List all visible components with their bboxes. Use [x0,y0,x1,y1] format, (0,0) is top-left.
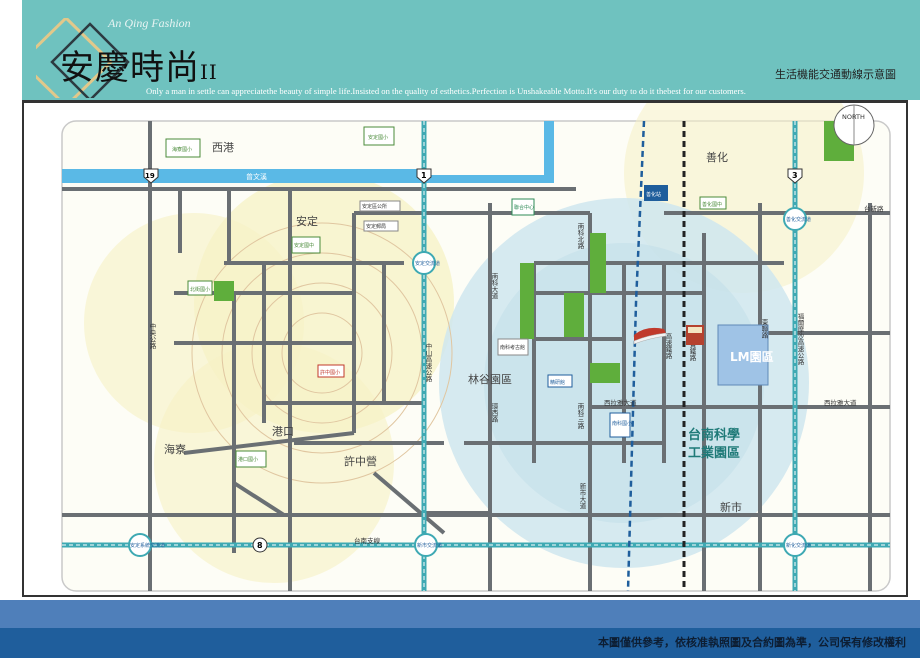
road-sci-south: 南科三路 [576,402,584,431]
road-railway: 縱貫鐵路 [688,334,696,363]
road-sci-ave: 南科大道 [490,272,498,301]
poi-shanhua-school: 善化國中 [699,196,727,210]
district-anding: 安定 [296,214,318,228]
svg-text:安定國小: 安定國小 [368,134,388,141]
logo-mark [36,18,130,98]
interchange-anding: 安定交流道 [412,251,440,275]
poi-haiqiao-school: 海寮國小 [165,138,201,158]
interchange-xinhua: 新化交流道 [783,533,811,557]
brand-title: 安慶時尚II [60,48,218,88]
map-title: 生活機能交通動線示意圖 [775,68,896,81]
poi-xuzhong-school: 許中國小 [317,364,345,378]
svg-text:許中國小: 許中國小 [320,369,340,376]
poi-beijie-school: 北街國小 [187,280,213,296]
road-zhongshan: 中山高速公路 [424,342,432,384]
svg-text:安定區公所: 安定區公所 [362,203,387,210]
map-frame: 曾文溪 [22,53,908,597]
road-siraya-ave-east: 西拉雅大道 [824,398,857,407]
district-shanhua: 善化 [706,150,728,164]
svg-text:19: 19 [145,172,155,180]
river-label: 曾文溪 [246,172,267,181]
road-hsr: 高速鐵路 [664,332,672,361]
district-gangkou: 港口 [272,425,294,438]
interchange-shanhua: 善化交流道 [783,207,811,231]
svg-text:新化交流道: 新化交流道 [786,542,811,549]
route-shield-19: 19 [143,168,159,184]
poi-anding-hospital: 安定區公所 [359,200,401,212]
road-huanxi: 環西路 [490,403,498,424]
road-donglian: 東聯路 [760,318,768,340]
svg-text:南科考古館: 南科考古館 [500,344,525,351]
svg-text:NORTH: NORTH [842,113,865,121]
svg-text:善化站: 善化站 [646,191,661,198]
road-siraya-ave: 西拉雅大道 [604,398,637,407]
road-xinshi-ave: 新市大道 [578,482,586,511]
svg-text:安定交流道: 安定交流道 [415,260,440,267]
brand-suffix: II [200,60,218,84]
map: 曾文溪 [61,53,891,592]
lm-zone [717,324,769,386]
svg-text:善化交流道: 善化交流道 [786,216,811,223]
svg-text:安定郵局: 安定郵局 [366,223,386,230]
svg-text:安定系統交流道: 安定系統交流道 [130,542,165,549]
zengwen-river [62,169,422,183]
svg-text:善化國中: 善化國中 [702,201,722,208]
district-xuzhong: 許中營 [344,455,377,468]
svg-text:海寮國小: 海寮國小 [172,146,192,153]
poi-anding-post: 安定郵局 [363,220,399,232]
interchange-xinshi: 新市交流道 [414,533,442,557]
north-compass: NORTH [833,104,875,146]
svg-text:港口國小: 港口國小 [238,456,258,463]
road-zhongyang: 中央公路 [148,322,156,351]
svg-text:3: 3 [792,171,798,180]
district-xigang: 西港 [212,141,234,154]
lm-zone-label: LM園區 [730,350,774,364]
district-linzai: 林谷園區 [468,372,512,386]
road-sci-north: 南科北路 [576,222,584,251]
district-haiqiao: 海寮 [164,442,186,456]
interchange-anding-sys: 安定系統交流道 [128,533,165,557]
poi-gangkou-school: 港口國小 [235,450,267,468]
poi-science-museum: 南科考古館 [497,338,529,356]
svg-text:8: 8 [257,541,263,550]
poi-school-north: 安定國小 [363,126,395,146]
svg-text:南科國小: 南科國小 [612,420,632,427]
svg-text:精研館: 精研館 [550,379,565,386]
brand-script: An Qing Fashion [108,16,191,30]
road-tainan-branch: 台南支線 [354,536,381,545]
route-shield-3: 3 [787,168,803,184]
road-taixin: 台新路 [864,204,884,213]
road-formosa-hwy: 福爾摩沙高速公路 [796,312,804,367]
poi-lianhe: 聯合中心 [511,198,535,216]
header: An Qing Fashion 安慶時尚II Only a man in set… [0,0,920,100]
poi-anding-school2: 安定國中 [291,236,321,254]
science-park-label-2: 工業園區 [688,445,740,461]
svg-text:聯合中心: 聯合中心 [514,204,534,211]
hsr-train-icon [633,327,667,345]
svg-text:安定國中: 安定國中 [294,242,314,249]
poi-nan-school: 南科國小 [609,412,632,438]
district-xinshi: 新市 [720,500,742,514]
footer-band-dark [0,628,920,658]
svg-text:新市交流道: 新市交流道 [417,542,442,549]
science-park-label-1: 台南科學 [688,427,740,443]
route-shield-8: 8 [252,537,268,553]
svg-text:北街國小: 北街國小 [190,286,210,293]
footer-band-light [0,600,920,628]
hsr-line [626,120,646,592]
svg-text:1: 1 [421,171,427,180]
tagline: Only a man in settle can appreciatethe b… [146,86,746,96]
railway-train-icon [686,325,704,345]
route-shield-1: 1 [416,168,432,184]
disclaimer: 本圖僅供參考，依核准執照圖及合約圖為準，公司保有修改權利 [598,636,906,649]
header-band [22,0,920,100]
poi-jingyuan: 精研館 [547,374,573,388]
poi-shanhua-station: 善化站 [644,185,668,201]
